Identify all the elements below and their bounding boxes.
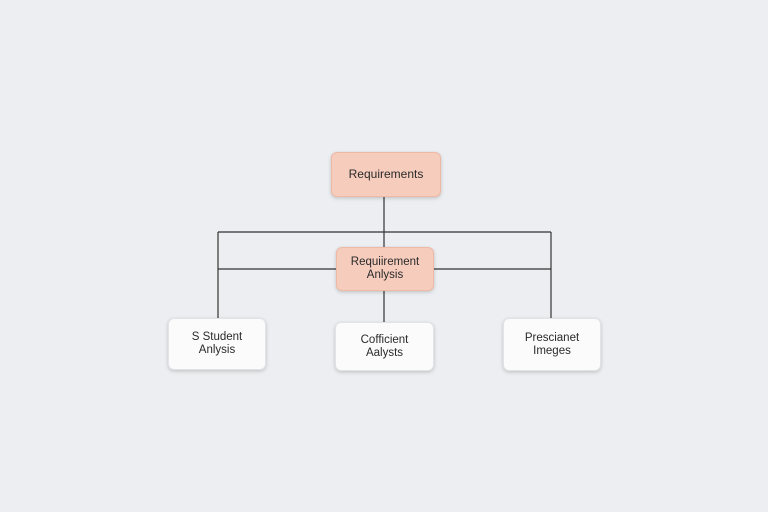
node-prescient-images-label-line2: Imeges [533, 344, 571, 357]
node-student-analysis-label-line2: Anlysis [198, 344, 236, 356]
node-requirements: Requirements [331, 152, 441, 197]
node-coefficient-analysis-label-line1: Cofficient [360, 333, 409, 346]
node-requirements-label: Requirements [348, 167, 424, 181]
node-coefficient-analysis: Cofficient Aalysts [335, 322, 434, 371]
node-student-analysis-label-line1: S Student [191, 331, 243, 343]
node-prescient-images: Prescianet Imeges [503, 318, 601, 371]
node-requirement-analysis-label-line1: Requiirement [350, 256, 420, 268]
node-requirement-analysis: Requiirement Anlysis [336, 247, 434, 291]
node-coefficient-analysis-label-line2: Aalysts [365, 346, 404, 359]
node-prescient-images-label-line1: Prescianet [524, 331, 580, 344]
node-requirement-analysis-label-line2: Anlysis [366, 269, 404, 281]
node-student-analysis: S Student Anlysis [168, 318, 266, 370]
